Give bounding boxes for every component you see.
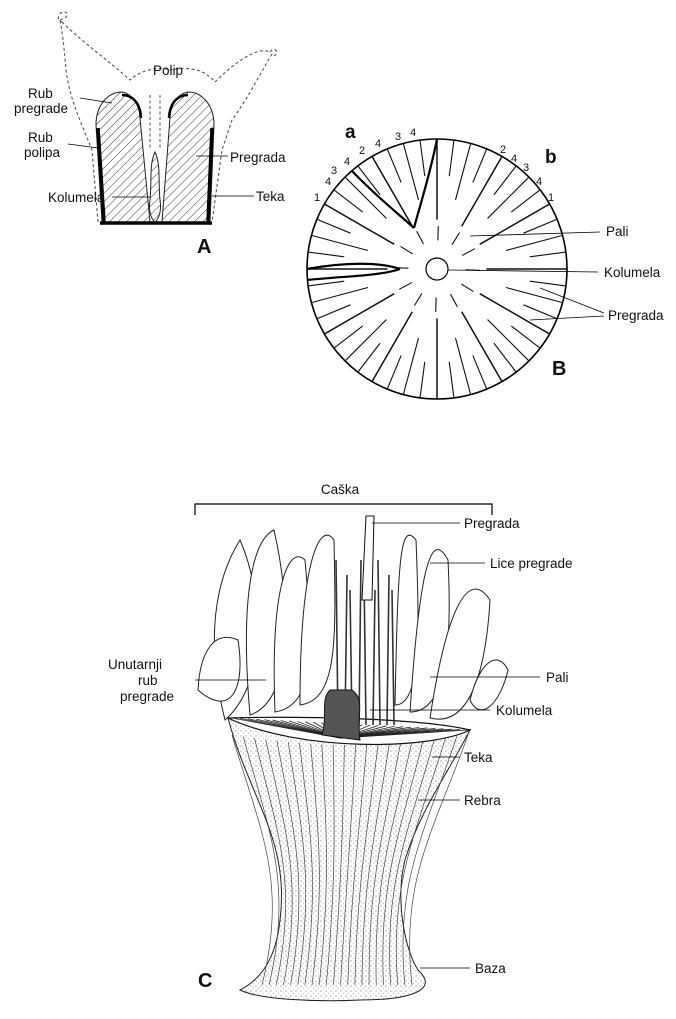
cycle-number-left-4: 2 [359, 145, 365, 157]
label-kolumela-a: Kolumela [48, 190, 104, 205]
cycle-number-right-0: 2 [500, 144, 506, 156]
cycle-number-left-5: 4 [375, 138, 381, 150]
label-unutarnji-line2: rub [138, 673, 158, 688]
cycle-number-left-3: 4 [344, 156, 350, 168]
panel-letter-c: C [198, 970, 212, 993]
cycle-number-right-4: 1 [548, 192, 554, 204]
cycle-number-left-1: 4 [325, 176, 331, 188]
label-pregrada-b: Pregrada [608, 308, 664, 323]
cycle-number-right-2: 3 [523, 162, 529, 174]
label-lice-pregrade: Lice pregrade [490, 556, 573, 571]
leader-rub-polipa [68, 144, 98, 148]
label-baza: Baza [475, 961, 506, 976]
columella-b [426, 258, 448, 280]
label-kolumela-b: Kolumela [604, 265, 660, 280]
label-kolumela-c: Kolumela [496, 703, 552, 718]
tall-septum [362, 516, 374, 600]
label-pali-b: Pali [606, 224, 629, 239]
sector-label-b: b [545, 147, 557, 169]
cycle-number-right-3: 4 [536, 176, 542, 188]
label-rub-pregrade-line1: Rub [28, 86, 53, 101]
label-pali-c: Pali [546, 670, 569, 685]
central-septum [392, 590, 394, 725]
cycle-number-right-1: 4 [511, 153, 517, 165]
sector-label-a: a [345, 122, 356, 144]
cycle-number-left-7: 4 [410, 127, 416, 139]
septum-lobe [198, 637, 240, 701]
label-rub-polipa-line1: Rub [28, 130, 53, 145]
label-rub-polipa-line2: polipa [24, 145, 60, 160]
panel-letter-a: A [197, 236, 211, 259]
label-polip: Polip [140, 63, 196, 78]
label-unutarnji-line3: pregrade [120, 689, 174, 704]
label-unutarnji-line1: Unutarnji [108, 657, 162, 672]
cycle-number-left-0: 1 [314, 192, 320, 204]
caska-bracket [195, 504, 492, 515]
mouth-dashed [150, 95, 160, 150]
cycle-number-left-6: 3 [395, 131, 401, 143]
panel-letter-b: B [552, 358, 566, 381]
label-caska: Caška [300, 482, 380, 497]
label-teka-c: Teka [464, 750, 493, 765]
label-pregrada-c: Pregrada [464, 516, 520, 531]
central-septum [387, 575, 389, 725]
label-rebra: Rebra [464, 793, 501, 808]
cycle-number-left-2: 3 [331, 165, 337, 177]
central-septum [378, 560, 380, 725]
columella-c [322, 690, 360, 740]
columella-a [149, 152, 160, 222]
label-teka-a: Teka [256, 189, 285, 204]
label-rub-pregrade-line2: pregrade [14, 101, 68, 116]
label-pregrada-a: Pregrada [230, 150, 286, 165]
central-septum [373, 590, 375, 725]
